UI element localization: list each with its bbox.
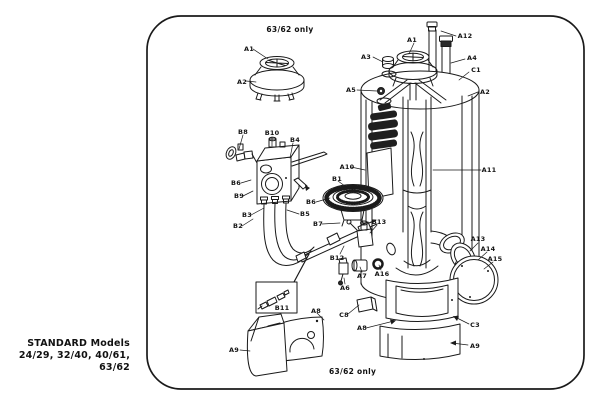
part-label-b3: B3 — [242, 211, 252, 219]
models-caption-line1: STANDARD Models — [27, 338, 130, 349]
pilot-valve-canister — [346, 219, 396, 256]
part-label-a11: A11 — [481, 166, 497, 174]
jacket-covers — [246, 313, 324, 377]
part-label-a5: A5 — [346, 86, 356, 94]
part-label-b9: B9 — [234, 192, 244, 200]
inner-door-plate — [366, 147, 394, 200]
part-label-b2: B2 — [233, 222, 243, 230]
part-label-b7: B7 — [313, 220, 323, 228]
part-label-b1: B1 — [332, 175, 342, 183]
part-label-a12: A12 — [457, 32, 473, 40]
models-caption: STANDARD Models 24/29, 32/40, 40/61, 63/… — [8, 338, 130, 374]
part-label-c8: C8 — [339, 311, 349, 319]
part-label-a3: A3 — [361, 53, 371, 61]
leader-lines — [238, 30, 494, 352]
part-label-a2: A2 — [237, 78, 247, 86]
part-label-a14: A14 — [480, 245, 496, 253]
models-caption-line2: 24/29, 32/40, 40/61, — [18, 350, 130, 361]
part-label-a16: A16 — [374, 270, 390, 278]
part-label-b6: B6 — [231, 179, 241, 187]
drain-and-fittings — [338, 257, 384, 286]
part-label-a1: A1 — [407, 36, 417, 44]
part-label-a2: A2 — [480, 88, 490, 96]
part-label-a15: A15 — [487, 255, 503, 263]
part-label-a1: A1 — [244, 45, 254, 53]
part-label-b12: B12 — [329, 254, 345, 262]
part-label-c1: C1 — [471, 66, 481, 74]
thermocouple-inset — [255, 281, 298, 314]
part-label-a7: A7 — [357, 272, 367, 280]
part-label-b6: B6 — [306, 198, 316, 206]
main-burner — [322, 184, 384, 227]
part-label-a6: A6 — [340, 284, 350, 292]
part-label-a13: A13 — [470, 235, 486, 243]
draft-hood-inset — [249, 56, 305, 102]
tank-assembly — [360, 21, 499, 361]
part-label-b4: B4 — [290, 136, 300, 144]
part-label-a10: A10 — [339, 163, 355, 171]
models-caption-line3: 63/62 — [99, 362, 130, 373]
part-label-b10: B10 — [264, 129, 280, 137]
part-label-b8: B8 — [238, 128, 248, 136]
part-label-b5: B5 — [300, 210, 310, 218]
part-label-a8: A8 — [311, 307, 321, 315]
part-label-a8: A8 — [357, 324, 367, 332]
part-label-b11: B11 — [274, 304, 290, 312]
gas-control-valve — [225, 136, 328, 205]
part-label-b13: B13 — [371, 218, 387, 226]
part-label-c3: C3 — [470, 321, 480, 329]
part-label-a4: A4 — [467, 54, 477, 62]
part-label-a9: A9 — [470, 342, 480, 350]
top-note: 63/62 only — [266, 25, 314, 34]
bottom-note: 63/62 only — [329, 367, 377, 376]
diagram-border — [146, 15, 585, 390]
part-label-a9: A9 — [229, 346, 239, 354]
duct-bracket — [356, 296, 378, 313]
